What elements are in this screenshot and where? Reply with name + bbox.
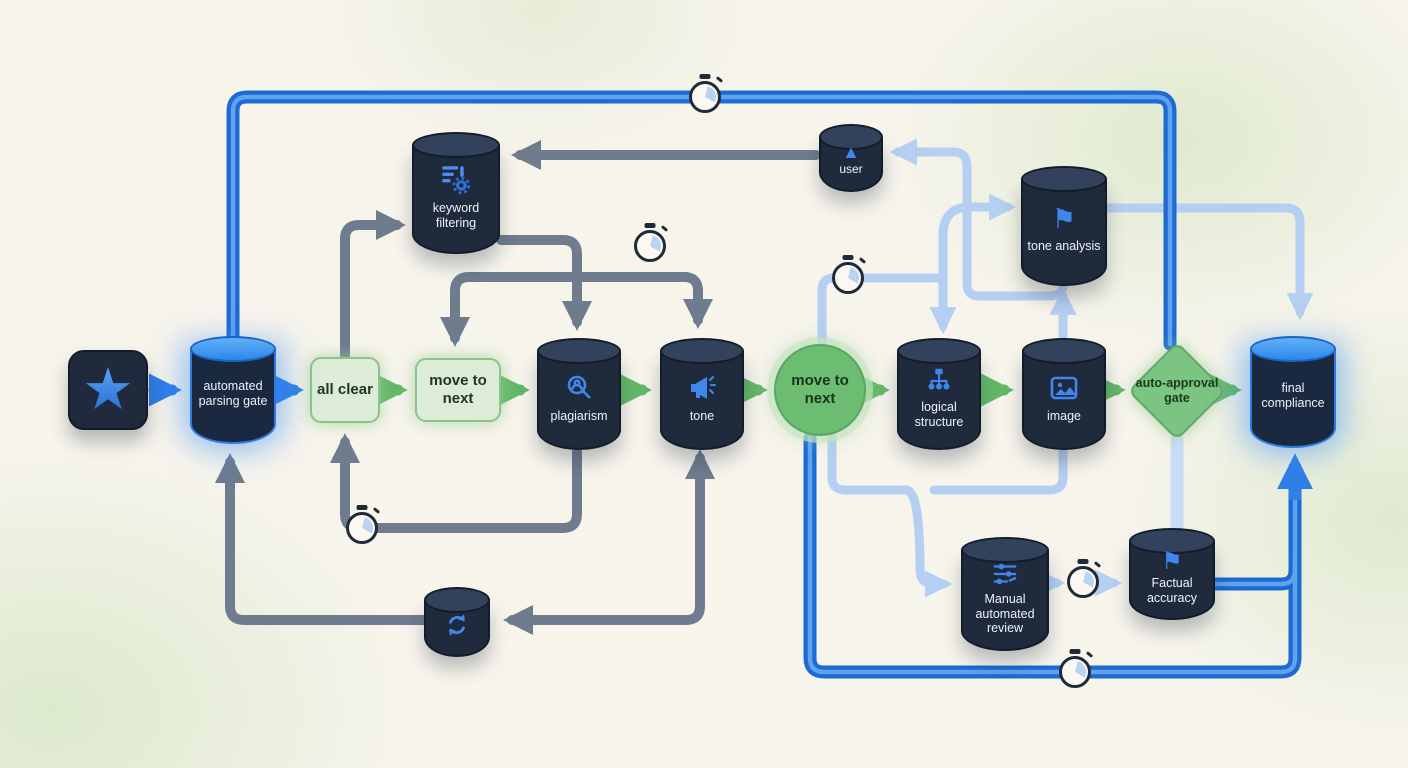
node-label: move to next — [791, 372, 849, 407]
node-label: all clear — [317, 381, 373, 398]
node-move-to-next-1: move to next — [415, 358, 501, 422]
node-plagiarism: plagiarism — [537, 338, 621, 450]
node-label: automated parsing gate — [198, 379, 268, 408]
node-label: tone analysis — [1027, 239, 1101, 254]
cylinder-top — [819, 124, 883, 150]
cylinder-top — [1022, 338, 1106, 364]
edge-plagiarism-to-allclear — [330, 433, 582, 533]
edge-factual-to-final-core — [1213, 553, 1298, 587]
cylinder-body — [897, 351, 981, 450]
cylinder-top — [537, 338, 621, 364]
node-move-to-next-2: move to next — [774, 344, 866, 436]
edge-bottom-loop-core — [807, 435, 1298, 675]
node-label: final compliance — [1261, 381, 1325, 410]
edge-to-tone-analysis-left — [938, 193, 1017, 241]
sitemap-icon — [928, 369, 950, 390]
node-manual-automated-review: Manual automated review — [961, 537, 1049, 651]
edge-tone-to-refresh — [503, 551, 705, 635]
node-automated-parsing-gate: automated parsing gate — [190, 336, 276, 444]
node-content-intake: ★ — [68, 350, 148, 430]
stopwatch-dial — [694, 86, 716, 108]
node-user: ▲ user — [819, 124, 883, 192]
node-label: image — [1046, 408, 1082, 423]
edge-refresh-to-parsing-gate — [215, 453, 429, 625]
magnifier-person-icon — [567, 375, 591, 399]
cylinder-body — [1129, 541, 1215, 620]
node-label: user — [839, 162, 863, 177]
edge-tone-analysis-to-final — [1103, 203, 1314, 321]
stopwatch-icon — [1059, 656, 1091, 688]
cylinder-top — [897, 338, 981, 364]
stopwatch-icon — [689, 81, 721, 113]
flag-icon: ⚑ — [1161, 548, 1183, 576]
edge-to-manual-review — [827, 431, 953, 598]
triangle-icon: ▲ — [842, 142, 860, 163]
cylinder-top — [1021, 166, 1107, 192]
node-label: logical structure — [914, 400, 964, 429]
cylinder-top — [1250, 336, 1336, 362]
stopwatch-dial — [351, 517, 373, 539]
cylinder-top — [412, 132, 500, 158]
sliders-icon — [993, 563, 1017, 585]
stopwatch-icon — [346, 512, 378, 544]
edge-allclear-to-keyword — [340, 210, 406, 360]
list-gear-icon — [442, 166, 471, 195]
cylinder-top — [961, 537, 1049, 563]
node-label: plagiarism — [550, 408, 608, 423]
image-icon — [1050, 376, 1078, 399]
node-tone-analysis: ⚑ tone analysis — [1021, 166, 1107, 286]
node-label: Factual accuracy — [1146, 576, 1198, 605]
node-tone: tone — [660, 338, 744, 450]
edge-branch-to-move-next — [440, 272, 691, 347]
stopwatch-icon — [1067, 566, 1099, 598]
stopwatch-dial — [837, 267, 859, 289]
cylinder-top — [424, 587, 490, 613]
megaphone-icon — [691, 375, 716, 399]
node-image: image — [1022, 338, 1106, 450]
edge-factual-to-final — [1209, 549, 1302, 591]
stopwatch-icon — [832, 262, 864, 294]
cylinder-body — [412, 145, 500, 254]
edge-to-user — [889, 138, 972, 289]
stopwatch-icon — [634, 230, 666, 262]
node-final-compliance: final compliance — [1250, 336, 1336, 448]
node-keyword-filtering: keyword filtering — [412, 132, 500, 254]
node-logical-structure: logical structure — [897, 338, 981, 450]
stopwatch-dial — [1064, 661, 1086, 683]
flag-icon: ⚑ — [1051, 204, 1077, 235]
stopwatch-dial — [1072, 571, 1094, 593]
edge-branch-to-tone — [593, 272, 713, 329]
sync-icon — [449, 614, 465, 636]
node-label: auto-approval gate — [1135, 375, 1219, 405]
stopwatch-dial — [639, 235, 661, 257]
edge-image-down — [929, 431, 1068, 495]
cylinder-top — [1129, 528, 1215, 554]
cylinder-body — [1250, 349, 1336, 448]
edge-keyword-to-plagiarism — [496, 235, 592, 331]
edge-bottom-loop — [803, 431, 1302, 679]
node-all-clear: all clear — [310, 357, 380, 423]
cylinder-top — [190, 336, 276, 362]
node-auto-approval-gate: auto-approval gate — [1127, 341, 1227, 441]
cylinder-body — [1022, 351, 1106, 450]
cylinder-top — [660, 338, 744, 364]
node-label: Manual automated review — [975, 591, 1035, 636]
cylinder-body — [1021, 179, 1107, 286]
node-reprocess — [424, 587, 490, 657]
star-icon: ★ — [82, 357, 134, 422]
node-label: tone — [689, 408, 715, 423]
node-label: move to next — [429, 372, 487, 407]
node-label: keyword filtering — [432, 201, 480, 230]
node-factual-accuracy: ⚑ Factual accuracy — [1129, 528, 1215, 620]
